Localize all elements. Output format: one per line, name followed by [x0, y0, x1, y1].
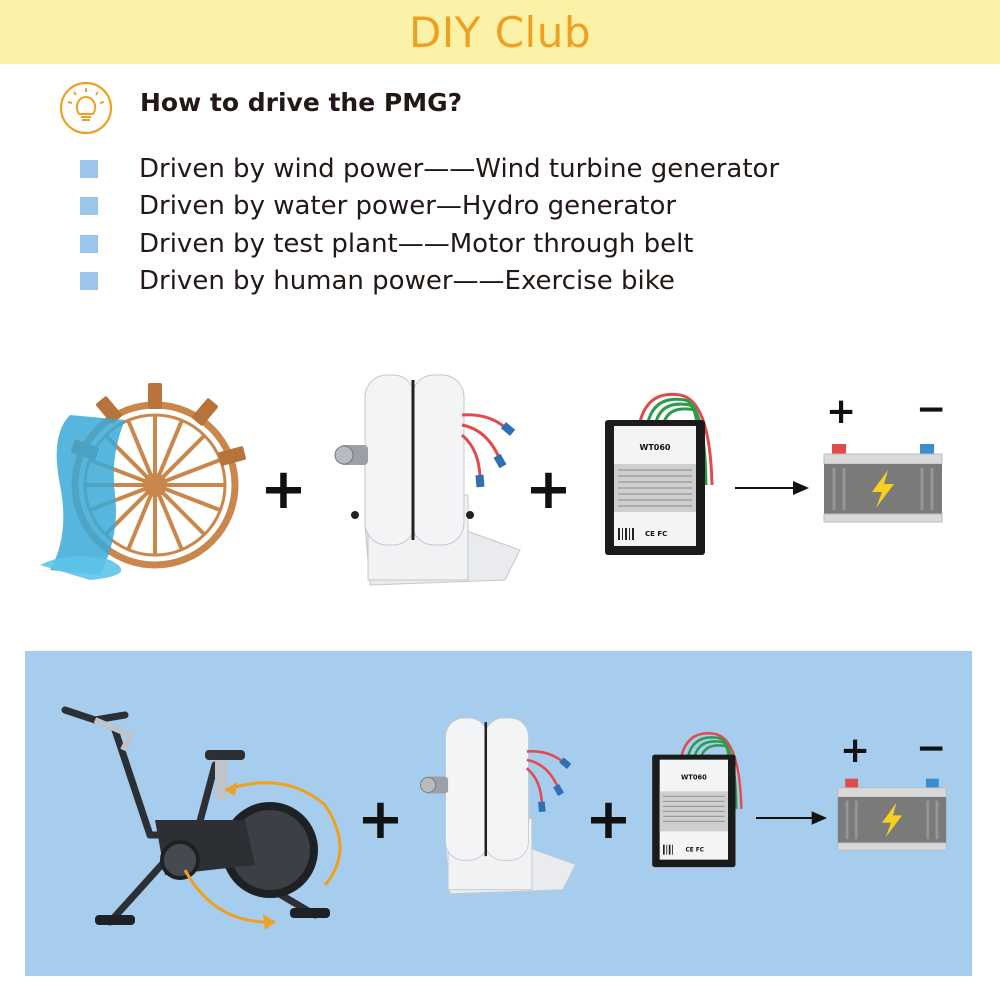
- arrow-right-icon: [756, 811, 828, 825]
- controller-model-label: WT060: [640, 443, 671, 452]
- exercise-bike-image: [61, 706, 342, 930]
- controller-model-label: WT060: [681, 774, 707, 782]
- battery-plus-label: +: [826, 391, 857, 432]
- battery-plus-label: +: [840, 730, 871, 771]
- battery-icon: [837, 778, 947, 851]
- list-item: Driven by wind power——Wind turbine gener…: [80, 150, 940, 188]
- plus-sign: +: [260, 457, 307, 522]
- list-item: Driven by human power——Exercise bike: [80, 263, 940, 301]
- pmg-generator-image: [334, 374, 521, 586]
- pmg-generator-image: [420, 717, 576, 895]
- plus-sign: +: [525, 457, 572, 522]
- bullet-square-icon: [80, 272, 98, 291]
- list-item-text: Driven by water power—Hydro generator: [139, 191, 677, 222]
- arrow-right-icon: [735, 481, 809, 495]
- list-item: Driven by water power—Hydro generator: [80, 188, 940, 226]
- list-item-text: Driven by human power——Exercise bike: [139, 266, 675, 297]
- battery-minus-label: −: [916, 728, 947, 769]
- bullet-square-icon: [80, 234, 98, 253]
- plus-sign: +: [585, 787, 632, 852]
- plus-sign: +: [357, 787, 404, 852]
- list-item: Driven by test plant——Motor through belt: [80, 225, 940, 263]
- lightbulb-icon: [59, 81, 113, 135]
- charge-controller-image: WT060 CE FC: [605, 392, 714, 555]
- bullet-square-icon: [80, 159, 98, 178]
- water-wheel-image: [40, 383, 246, 580]
- list-item-text: Driven by test plant——Motor through belt: [139, 228, 694, 259]
- page-title: DIY Club: [408, 7, 591, 57]
- battery-minus-label: −: [916, 389, 947, 430]
- driving-methods-list: Driven by wind power——Wind turbine gener…: [80, 150, 940, 300]
- bullet-square-icon: [80, 197, 98, 216]
- list-item-text: Driven by wind power——Wind turbine gener…: [139, 153, 780, 184]
- header-banner: DIY Club: [0, 0, 1000, 64]
- charge-controller-image: WT060 CE FC: [652, 732, 743, 868]
- section-question: How to drive the PMG?: [140, 88, 463, 117]
- battery-icon: [823, 444, 943, 523]
- certification-marks: CE FC: [645, 530, 667, 538]
- certification-marks: CE FC: [686, 847, 705, 853]
